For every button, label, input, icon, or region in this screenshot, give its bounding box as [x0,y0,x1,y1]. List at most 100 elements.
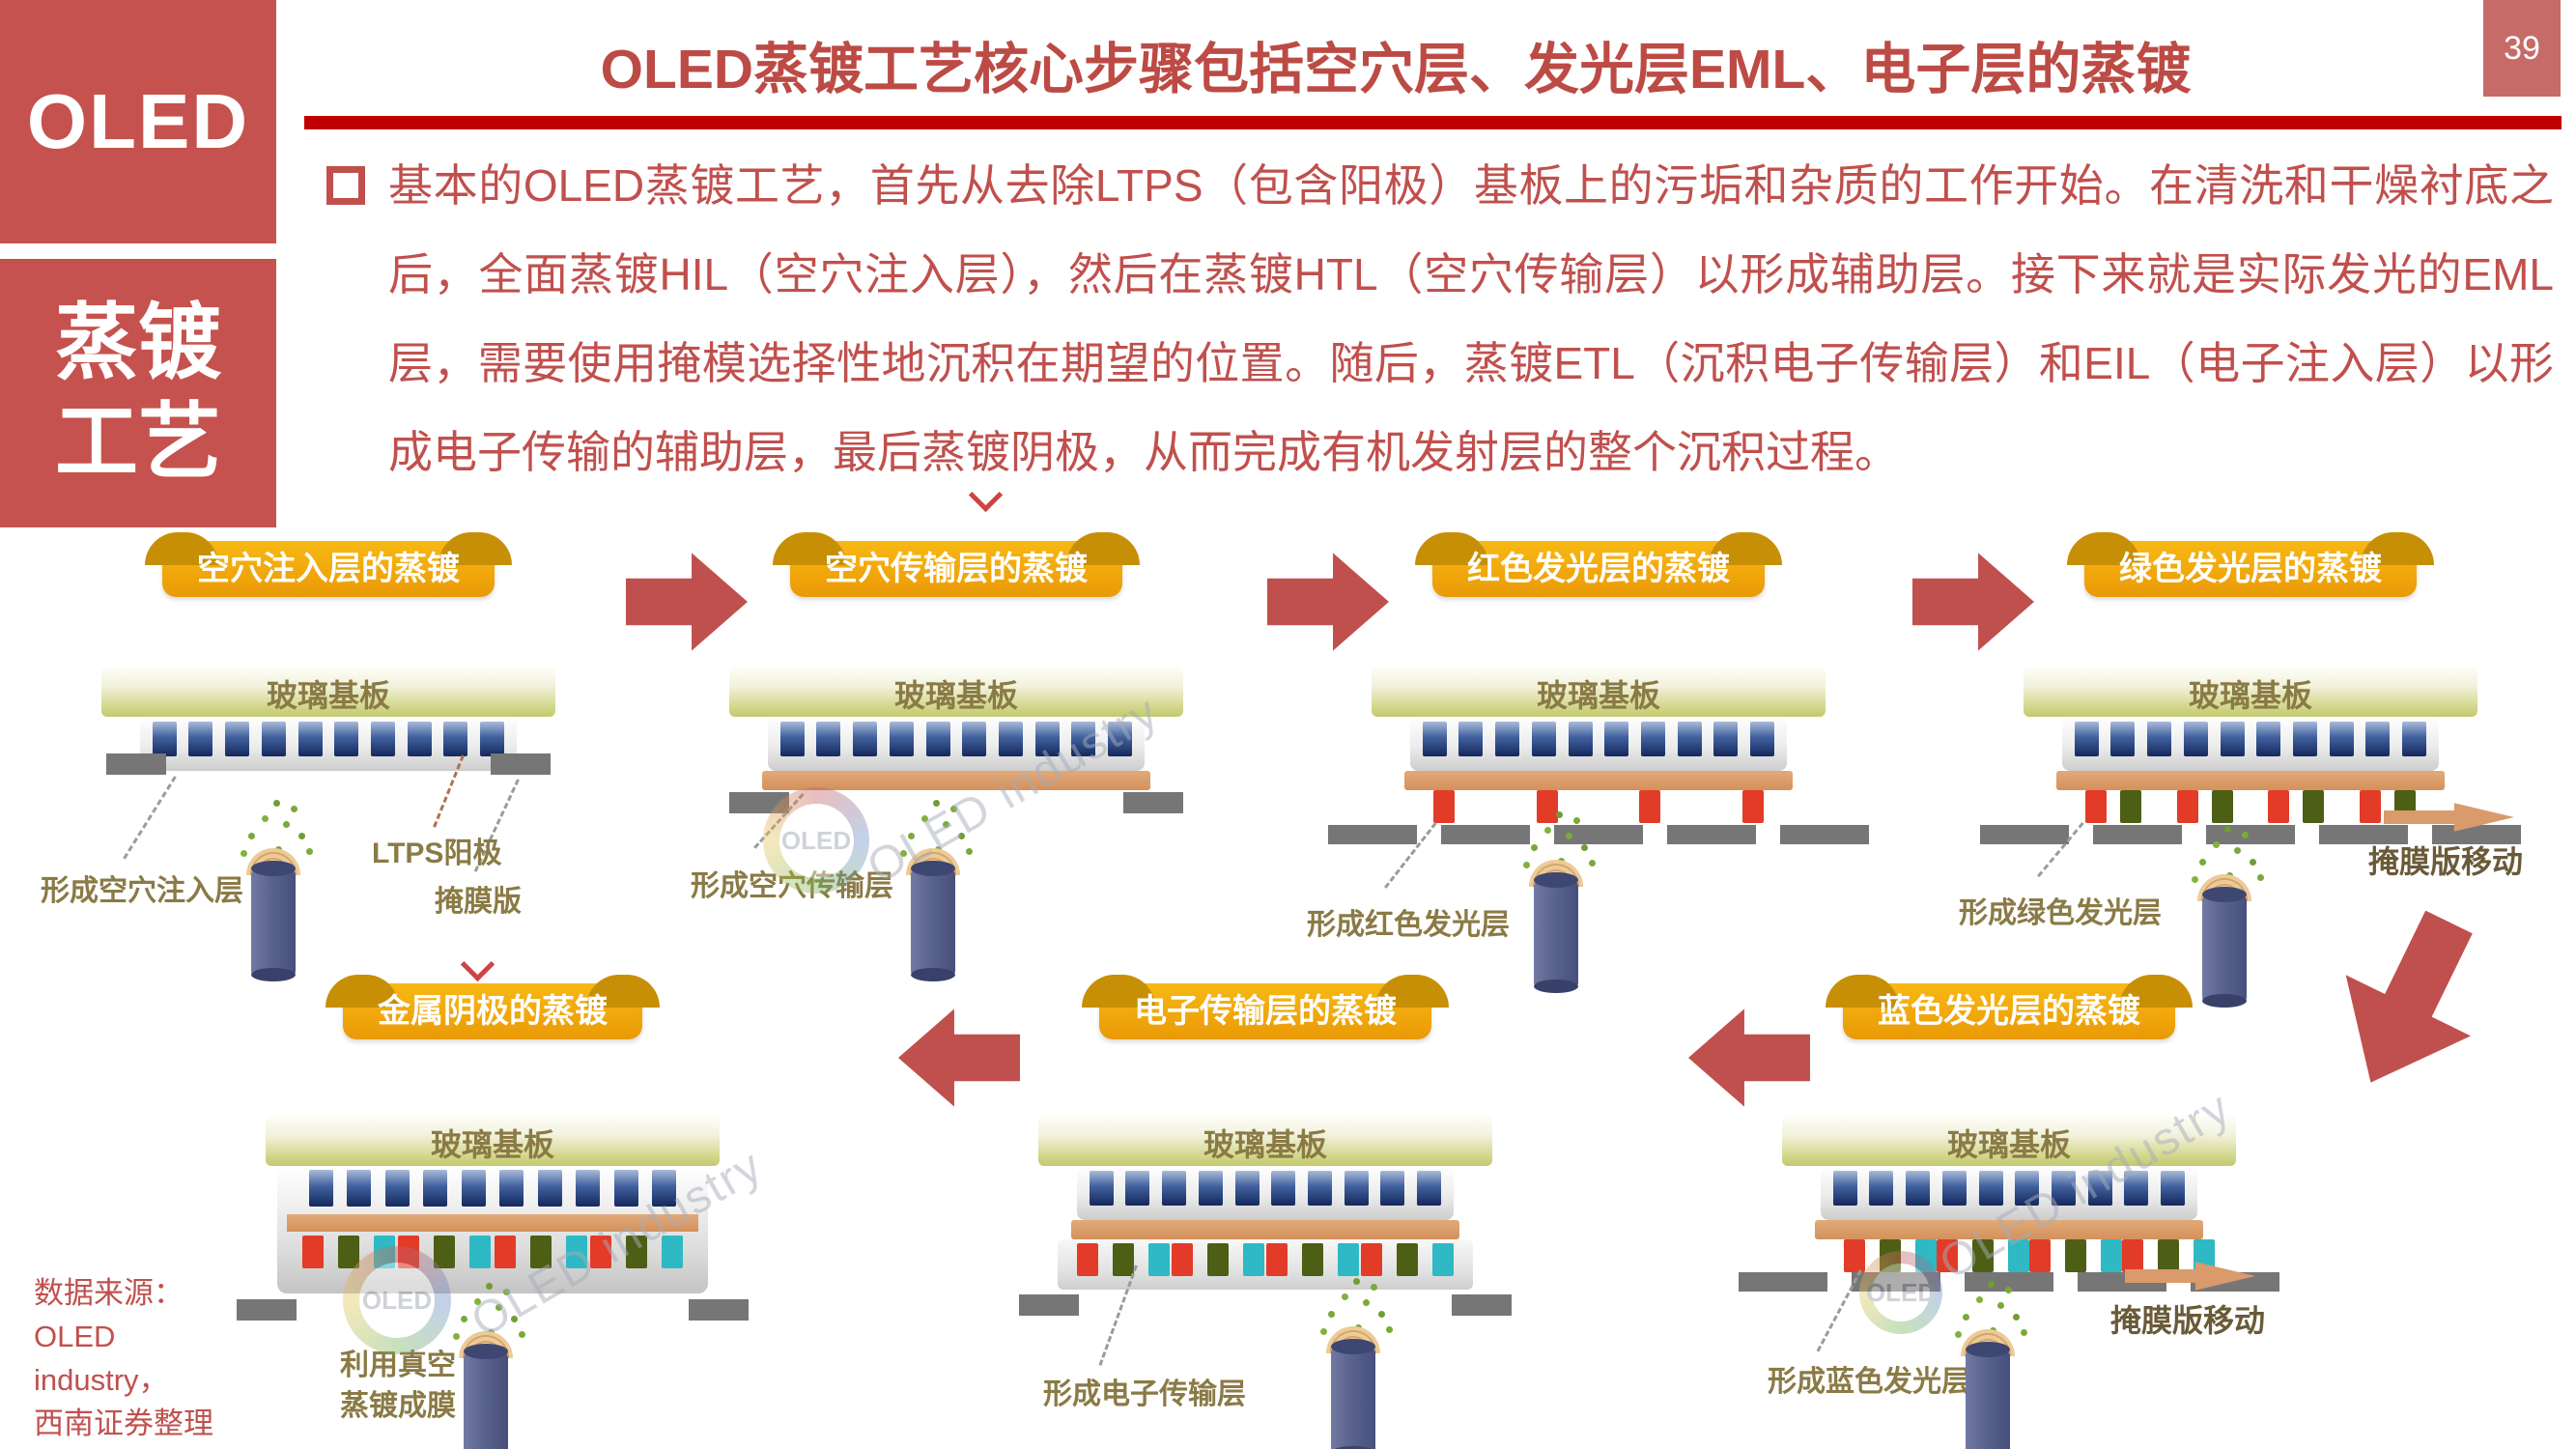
step-panel-cathode: 金属阴极的蒸镀 玻璃基板 利用真空 蒸镀成膜 [193,975,792,1449]
anode-segment [1162,1171,1187,1206]
mask-segment [1780,825,1869,844]
green-eml-segment [529,1236,552,1268]
glass-substrate: 玻璃基板 [1782,1116,2236,1166]
anode-segment [261,722,286,756]
green-eml-segment [338,1236,359,1268]
anode-segment [461,1170,486,1207]
anode-segment [499,1170,524,1207]
anode-segment [1978,1171,2003,1206]
mask-block [1452,1294,1512,1316]
anode-segment [2124,1171,2149,1206]
anode-segment [2015,1171,2040,1206]
step-panel-red-eml: 红色发光层的蒸镀 玻璃基板 形成红色发光层 [1299,532,1898,1002]
source-cylinder [2202,887,2247,1008]
green-eml-segment [2211,790,2233,823]
blue-eml-segment [1915,1239,1937,1272]
glass-substrate: 玻璃基板 [1372,667,1826,717]
blue-eml-segment [661,1236,683,1268]
mask-block [237,1299,297,1321]
sidebar-subtitle-line1: 蒸镀 [55,296,221,389]
anode-segment [1495,722,1520,756]
red-eml-segment [398,1236,420,1268]
anode-layer [140,717,517,771]
green-eml-segment [2158,1239,2179,1272]
green-eml-segment [2120,790,2141,823]
blue-eml-segment [469,1236,492,1268]
evaporation-source [1961,1321,2015,1449]
bullet-square-icon [326,166,365,205]
anode-segment [2147,722,2172,756]
mask-segment [1554,825,1643,844]
page-title: OLED蒸镀工艺核心步骤包括空穴层、发光层EML、电子层的蒸镀 [600,39,2192,100]
anode-segment [1677,722,1702,756]
evaporation-source [1326,1319,1380,1449]
anode-layer [768,717,1145,771]
anode-segment [407,722,432,756]
blue-eml-segment [1338,1243,1359,1276]
red-eml-segment [1433,790,1455,823]
anode-segment [2074,722,2099,756]
evaporation-source [246,840,300,985]
htl-layer [287,1214,698,1232]
red-eml-row [1401,790,1797,825]
anode-segment [889,722,914,756]
red-eml-segment [2122,1239,2143,1272]
green-eml-segment [625,1236,647,1268]
red-eml-segment [1639,790,1661,823]
green-eml-segment [1207,1243,1229,1276]
step-caption-line1: 利用真空 [340,1350,456,1381]
anode-segment [2183,722,2208,756]
anode-segment [1422,722,1447,756]
mask-segment [1965,1272,2053,1292]
step-banner: 电子传输层的蒸镀 [1082,975,1449,1039]
htl-layer [1404,771,1793,790]
green-eml-segment [1113,1243,1134,1276]
step-banner: 空穴传输层的蒸镀 [773,532,1140,597]
data-source-line: industry， [34,1363,169,1397]
red-eml-segment [1361,1243,1382,1276]
red-eml-segment [2085,790,2107,823]
anode-segment [1089,1171,1114,1206]
anode-segment [1568,722,1593,756]
blue-eml-segment [565,1236,587,1268]
red-eml-segment [1077,1243,1098,1276]
red-eml-segment [2176,790,2198,823]
source-cylinder [251,861,296,981]
anode-segment [2220,722,2245,756]
red-eml-segment [494,1236,516,1268]
page-number-badge: 39 [2483,0,2561,97]
red-eml-segment [1536,790,1558,823]
step-caption: 形成空穴传输层 [691,870,893,902]
mask-block [729,792,789,813]
anode-segment [1604,722,1629,756]
step-caption: 形成红色发光层 [1307,909,1510,941]
anode-segment [1417,1171,1442,1206]
step-panel-etl: 电子传输层的蒸镀 玻璃基板 形成电子传输层 [966,975,1565,1449]
mask-row [1328,825,1869,844]
anode-segment [1071,722,1096,756]
mask-block [1123,792,1183,813]
red-eml-segment [1172,1243,1193,1276]
anode-segment [423,1170,448,1207]
step-panel-htl: 空穴传输层的蒸镀 玻璃基板 形成空穴传输层 [657,532,1256,1002]
oled-watermark-logo: OLED [1859,1251,1942,1334]
anode-segment [576,1170,601,1207]
data-source: 数据来源： OLED industry， 西南证券整理 [34,1271,213,1445]
green-eml-segment [1880,1239,1901,1272]
red-eml-segment [589,1236,611,1268]
anode-segment [297,722,323,756]
sidebar-subtitle: 蒸镀 工艺 [0,259,276,527]
step-caption: 形成蓝色发光层 [1768,1366,1970,1398]
evaporation-source [906,840,960,985]
anode-segment [2365,722,2391,756]
evaporation-source [1529,852,1583,997]
anode-segment [652,1170,677,1207]
mask-segment [2093,825,2182,844]
red-eml-segment [2359,790,2381,823]
anode-segment [1108,722,1133,756]
title-underline [304,116,2562,129]
evaporation-source [459,1323,513,1449]
anode-segment [2052,1171,2077,1206]
green-eml-segment [434,1236,456,1268]
